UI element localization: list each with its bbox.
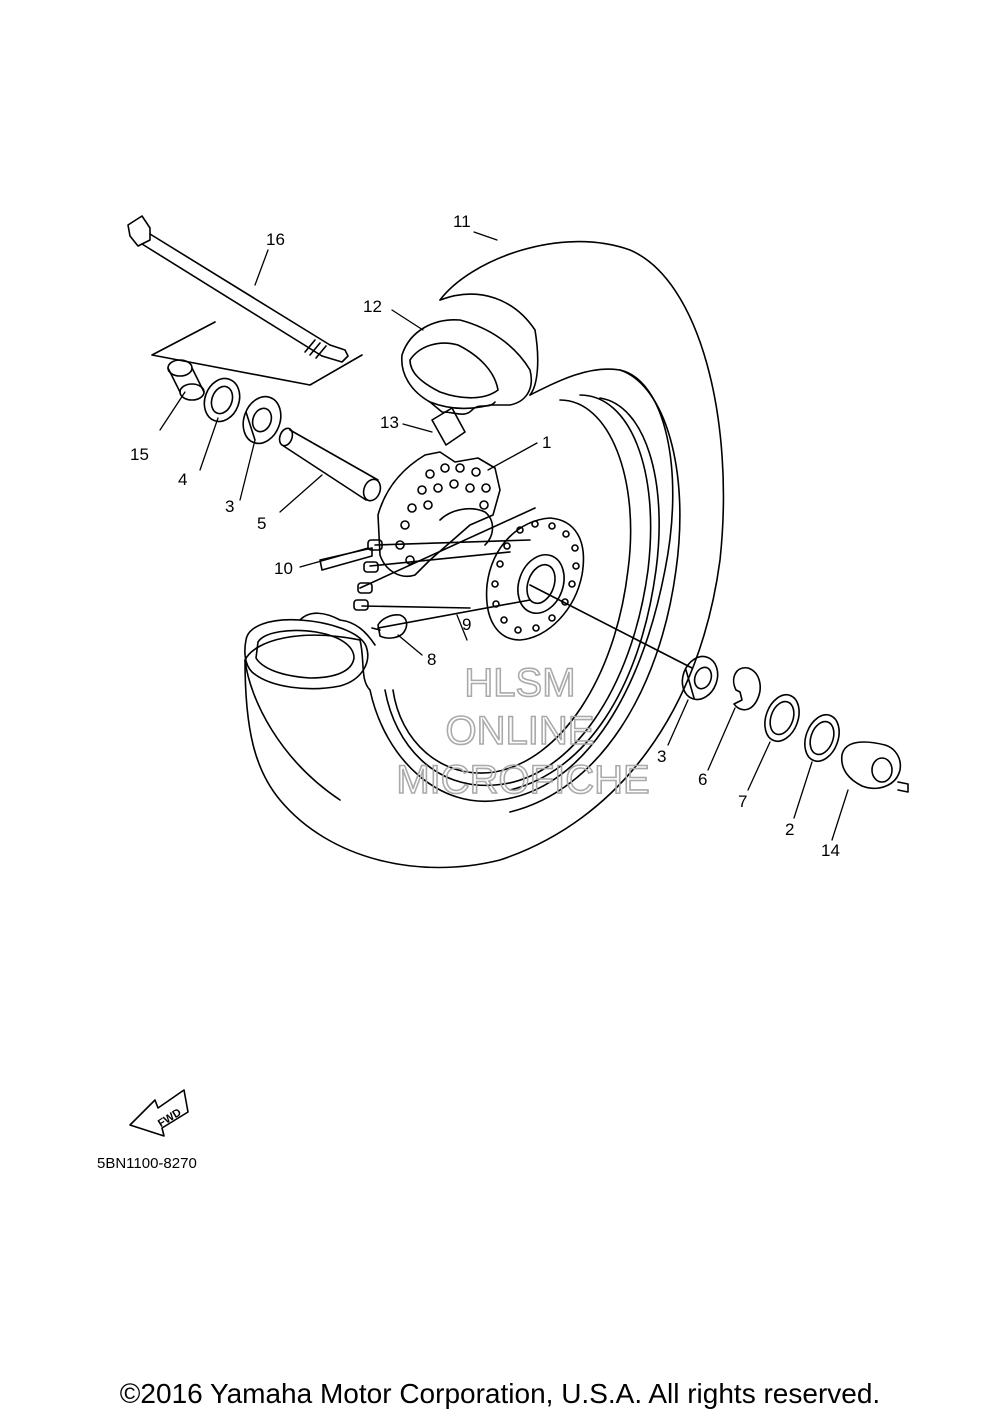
leader-lines <box>159 231 849 841</box>
callout-7: 7 <box>738 792 747 811</box>
wheel-hub <box>377 451 501 577</box>
callout-4: 4 <box>178 470 187 489</box>
watermark-line-2: ONLINE <box>446 709 595 753</box>
watermark-line-3: MICROFICHE <box>396 758 649 802</box>
callout-3-left: 3 <box>225 497 234 516</box>
tire <box>244 240 725 869</box>
collar-right <box>804 713 840 763</box>
meter-gear-unit <box>840 741 909 793</box>
callout-14: 14 <box>821 841 840 860</box>
oil-seal <box>203 377 241 423</box>
circlip <box>732 667 761 711</box>
callout-12: 12 <box>363 297 382 316</box>
callout-5: 5 <box>257 514 266 533</box>
brake-disc <box>485 517 585 641</box>
axis-line <box>529 584 693 669</box>
callout-13: 13 <box>380 413 399 432</box>
callout-6: 6 <box>698 770 707 789</box>
diagram-code: 5BN1100-8270 <box>97 1155 197 1172</box>
callout-15: 15 <box>130 445 149 464</box>
watermark-line-1: HLSM <box>464 661 575 705</box>
spacer <box>278 427 382 502</box>
callout-1: 1 <box>542 433 551 452</box>
inner-tube <box>244 319 532 690</box>
collar <box>167 359 205 401</box>
oil-seal-right <box>764 693 800 743</box>
callout-16: 16 <box>266 230 285 249</box>
axle-bracket-line <box>151 321 363 386</box>
copyright-notice: ©2016 Yamaha Motor Corporation, U.S.A. A… <box>119 1378 881 1409</box>
callout-11: 11 <box>453 212 471 231</box>
callout-labels: 1 2 3 3 4 5 6 7 8 9 10 11 12 13 14 15 16 <box>130 212 840 860</box>
callout-8: 8 <box>427 650 436 669</box>
fwd-arrow-icon <box>129 1089 189 1137</box>
callout-3-right: 3 <box>657 747 666 766</box>
callout-2: 2 <box>785 820 794 839</box>
bearing-right <box>681 655 719 701</box>
watermark: HLSM ONLINE MICROFICHE <box>396 660 651 803</box>
callout-10: 10 <box>274 559 293 578</box>
balance-weights <box>319 539 383 611</box>
callout-9: 9 <box>462 615 471 634</box>
fwd-label: FWD <box>156 1106 184 1129</box>
tire-valve <box>371 614 408 639</box>
wheel-axle <box>127 215 349 363</box>
spokes <box>359 507 536 629</box>
